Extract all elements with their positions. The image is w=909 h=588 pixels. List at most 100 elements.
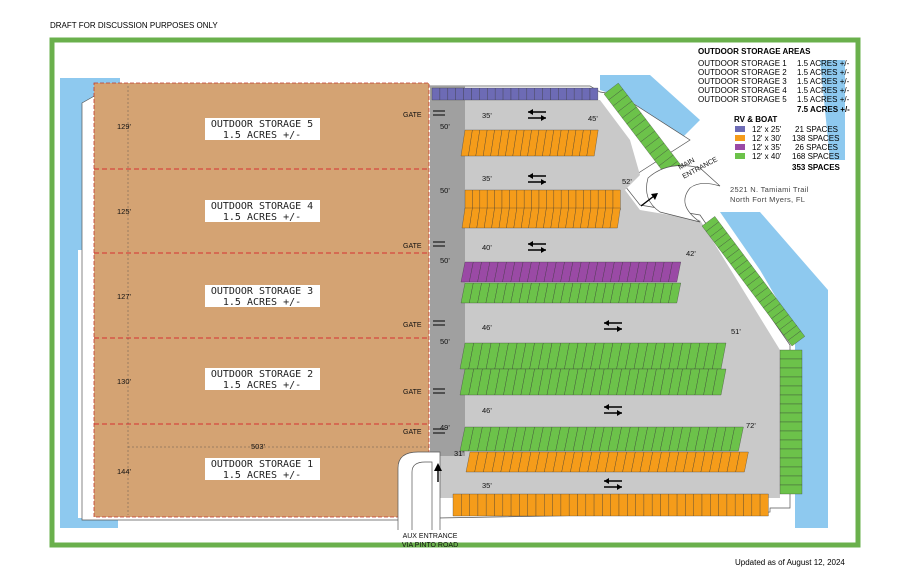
traffic-arrow-pair — [528, 109, 546, 121]
gate-marker — [433, 110, 445, 116]
aux-entrance-label-1: AUX ENTRANCE — [403, 533, 458, 540]
svg-text:GATE: GATE — [403, 243, 422, 250]
svg-text:OUTDOOR STORAGE 5: OUTDOOR STORAGE 5 — [698, 95, 787, 104]
svg-text:51': 51' — [731, 327, 741, 336]
traffic-arrows — [433, 109, 622, 490]
svg-text:GATE: GATE — [403, 429, 422, 436]
svg-text:12' x 30': 12' x 30' — [752, 134, 782, 143]
row-orange-1 — [460, 129, 599, 157]
svg-text:35': 35' — [482, 481, 492, 490]
gate-marker — [433, 241, 445, 247]
depth-label-3: 127' — [117, 292, 132, 301]
svg-text:168 SPACES: 168 SPACES — [792, 152, 839, 161]
svg-text:52': 52' — [622, 177, 632, 186]
gate-labels: GATE GATE GATE GATE GATE — [403, 112, 422, 436]
svg-text:138 SPACES: 138 SPACES — [792, 134, 839, 143]
svg-text:12' x 35': 12' x 35' — [752, 143, 782, 152]
svg-text:35': 35' — [482, 111, 492, 120]
rv-boat-legend: RV & BOAT 12' x 25' 21 SPACES 12' x 30' 13… — [734, 115, 841, 172]
svg-text:OUTDOOR STORAGE 1: OUTDOOR STORAGE 1 — [698, 59, 787, 68]
storage-label-2: OUTDOOR STORAGE 2 1.5 ACRES +/- — [205, 368, 320, 391]
row-green-east-diag — [701, 216, 806, 347]
svg-text:OUTDOOR STORAGE AREAS: OUTDOOR STORAGE AREAS — [698, 47, 811, 56]
svg-text:OUTDOOR STORAGE 1: OUTDOOR STORAGE 1 — [211, 459, 313, 470]
svg-text:45': 45' — [588, 114, 598, 123]
svg-text:26 SPACES: 26 SPACES — [795, 143, 838, 152]
svg-text:GATE: GATE — [403, 322, 422, 329]
svg-text:21 SPACES: 21 SPACES — [795, 125, 838, 134]
svg-text:RV & BOAT: RV & BOAT — [734, 115, 777, 124]
svg-text:35': 35' — [482, 174, 492, 183]
pond-northeast — [600, 75, 700, 140]
svg-text:1.5 ACRES +/-: 1.5 ACRES +/- — [797, 86, 850, 95]
row-orange-5 — [452, 493, 769, 517]
svg-text:72': 72' — [746, 421, 756, 430]
row-green-3 — [459, 368, 727, 396]
row-green-4 — [459, 426, 744, 452]
pond-north — [820, 60, 845, 160]
gate-marker — [433, 388, 445, 394]
svg-text:1.5 ACRES +/-: 1.5 ACRES +/- — [797, 95, 850, 104]
address-line-1: 2521 N. Tamiami Trail — [730, 185, 809, 194]
row-green-east-vertical — [779, 349, 803, 495]
row-green-2 — [459, 342, 727, 370]
svg-text:1.5 ACRES +/-: 1.5 ACRES +/- — [223, 380, 301, 391]
svg-text:1.5 ACRES +/-: 1.5 ACRES +/- — [797, 59, 850, 68]
traffic-arrow-pair — [604, 320, 622, 332]
svg-text:31': 31' — [454, 449, 464, 458]
svg-text:46': 46' — [482, 406, 492, 415]
traffic-arrow-pair — [528, 173, 546, 185]
row-orange-3 — [461, 207, 621, 229]
aux-entrance-label-2: VIA PINTO ROAD — [402, 542, 458, 549]
pond-west — [60, 78, 120, 528]
svg-text:40': 40' — [482, 243, 492, 252]
svg-text:50': 50' — [440, 337, 450, 346]
svg-text:7.5 ACRES +/-: 7.5 ACRES +/- — [797, 105, 850, 114]
svg-text:1.5 ACRES +/-: 1.5 ACRES +/- — [223, 470, 301, 481]
row-orange-4 — [465, 451, 749, 473]
svg-text:OUTDOOR STORAGE 2: OUTDOOR STORAGE 2 — [211, 369, 313, 380]
updated-date: Updated as of August 12, 2024 — [735, 558, 845, 567]
draft-note: DRAFT FOR DISCUSSION PURPOSES ONLY — [50, 21, 218, 30]
svg-text:50': 50' — [440, 186, 450, 195]
svg-text:OUTDOOR STORAGE 4: OUTDOOR STORAGE 4 — [211, 201, 313, 212]
depth-label-4: 125' — [117, 207, 132, 216]
storage-label-3: OUTDOOR STORAGE 3 1.5 ACRES +/- — [205, 285, 320, 308]
svg-text:OUTDOOR STORAGE 4: OUTDOOR STORAGE 4 — [698, 86, 787, 95]
svg-text:OUTDOOR STORAGE 3: OUTDOOR STORAGE 3 — [211, 286, 313, 297]
svg-text:42': 42' — [686, 249, 696, 258]
storage-label-1: OUTDOOR STORAGE 1 1.5 ACRES +/- — [205, 458, 320, 481]
depth-label-2: 130' — [117, 377, 132, 386]
svg-text:1.5 ACRES +/-: 1.5 ACRES +/- — [223, 297, 301, 308]
aux-entrance-drive — [397, 451, 441, 530]
svg-text:12' x 25': 12' x 25' — [752, 125, 782, 134]
outdoor-storage-legend: OUTDOOR STORAGE AREAS OUTDOOR STORAGE 1 1… — [698, 47, 850, 114]
gate-marker — [433, 428, 445, 434]
svg-text:1.5 ACRES +/-: 1.5 ACRES +/- — [797, 77, 850, 86]
svg-text:50': 50' — [440, 122, 450, 131]
storage-label-4: OUTDOOR STORAGE 4 1.5 ACRES +/- — [205, 200, 320, 223]
svg-text:49': 49' — [440, 423, 450, 432]
row-orange-2 — [464, 189, 621, 211]
row-blue-top — [431, 87, 599, 101]
svg-text:OUTDOOR STORAGE 3: OUTDOOR STORAGE 3 — [698, 77, 787, 86]
gate-marker — [433, 320, 445, 326]
row-purple — [460, 261, 681, 283]
address-line-2: North Fort Myers, FL — [730, 195, 805, 204]
svg-text:GATE: GATE — [403, 112, 422, 119]
aisle-dimensions: 35' 45' 50' 50' 35' 52' 40' 42' 50' 46' … — [440, 111, 756, 490]
row-green-1 — [460, 282, 681, 304]
storage-label-5: OUTDOOR STORAGE 5 1.5 ACRES +/- — [205, 118, 320, 141]
svg-text:12' x 40': 12' x 40' — [752, 152, 782, 161]
depth-label-5: 129' — [117, 122, 132, 131]
svg-text:GATE: GATE — [403, 389, 422, 396]
svg-text:1.5 ACRES +/-: 1.5 ACRES +/- — [223, 130, 301, 141]
svg-text:1.5 ACRES +/-: 1.5 ACRES +/- — [797, 68, 850, 77]
svg-text:46': 46' — [482, 323, 492, 332]
main-entrance-drive — [646, 165, 721, 223]
svg-text:50': 50' — [440, 256, 450, 265]
traffic-arrow-pair — [604, 404, 622, 416]
width-label: 503' — [251, 442, 266, 451]
svg-text:353 SPACES: 353 SPACES — [792, 163, 841, 172]
